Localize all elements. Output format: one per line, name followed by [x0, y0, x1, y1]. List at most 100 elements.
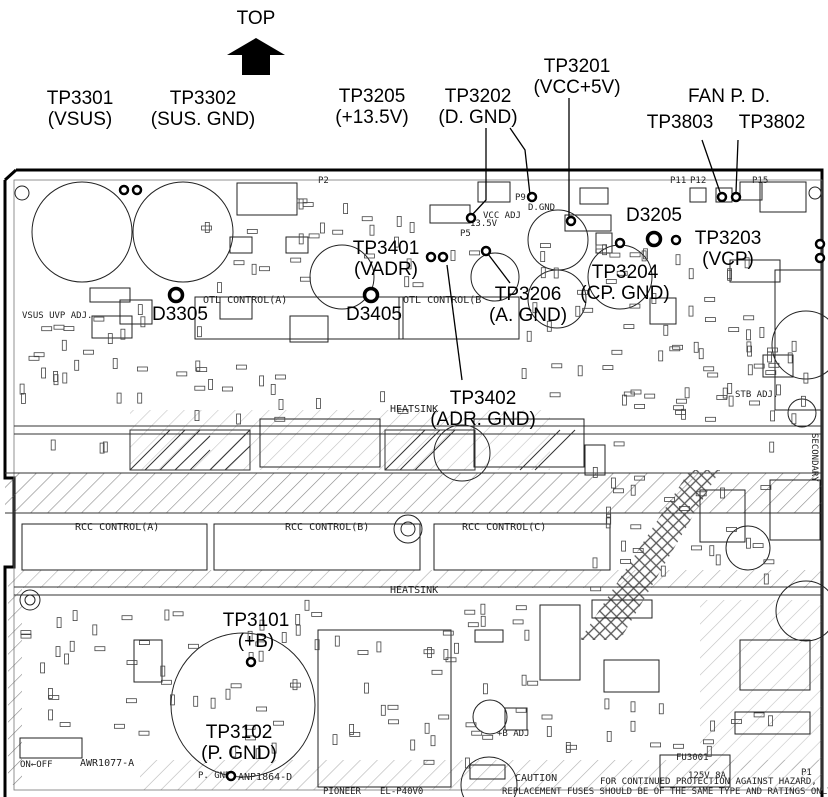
- d3405-marker: [362, 286, 380, 304]
- component-footprint: [246, 228, 258, 234]
- component-footprint: [369, 224, 375, 236]
- component-footprint: [20, 633, 32, 639]
- component-footprint: [602, 244, 607, 256]
- component-footprint: [308, 233, 320, 239]
- tp3803-marker: [716, 191, 728, 203]
- component-footprint: [767, 351, 772, 363]
- component-footprint: [102, 441, 108, 453]
- component-footprint: [388, 719, 399, 725]
- component-footprint: [602, 365, 614, 371]
- component-footprint: [582, 307, 594, 313]
- component-footprint: [705, 317, 716, 323]
- component-footprint: [116, 392, 122, 404]
- component-footprint: [664, 497, 675, 502]
- component-footprint: [623, 391, 635, 397]
- connector-p1-label: P1: [801, 768, 812, 778]
- tp3401-marker: [425, 251, 437, 263]
- component-footprint: [553, 267, 559, 279]
- component-footprint: [59, 722, 71, 727]
- tp3205-marker: [465, 212, 477, 224]
- component-footprint: [298, 198, 304, 210]
- component-footprint: [19, 383, 25, 395]
- fuse-designator: FU3001: [676, 753, 709, 763]
- component-footprint: [752, 543, 764, 548]
- callout-id: TP3203: [694, 228, 762, 249]
- component-footprint: [524, 629, 530, 641]
- component-footprint: [404, 276, 410, 288]
- test-point-markers: [118, 184, 826, 782]
- component-footprint: [672, 344, 683, 350]
- component-footprint: [311, 612, 323, 617]
- callout-signal: (+13.5V): [335, 107, 409, 128]
- component-footprint: [196, 367, 208, 373]
- otl-control-a-label: OTL CONTROL(A): [203, 295, 287, 306]
- component-footprint: [611, 477, 616, 489]
- component-footprint: [50, 439, 56, 451]
- component-footprint: [623, 324, 635, 330]
- heatsink-label-upper: HEATSINK: [390, 404, 438, 415]
- component-footprint: [187, 643, 199, 649]
- component-footprint: [296, 198, 308, 204]
- component-footprint: [72, 610, 78, 621]
- component-footprint: [120, 328, 126, 340]
- callout-id: TP3205: [338, 86, 406, 107]
- connector-p9-label: P9: [515, 193, 526, 203]
- component-footprint: [605, 278, 617, 284]
- component-footprint: [728, 395, 734, 407]
- right-edge-tp-marker: [814, 238, 826, 250]
- component-footprint: [776, 384, 781, 396]
- component-footprint: [658, 350, 664, 362]
- component-footprint: [194, 385, 206, 391]
- component-footprint: [746, 341, 752, 353]
- component-footprint: [791, 340, 797, 352]
- rcc-control-c-label: RCC CONTROL(C): [462, 522, 546, 533]
- component-footprint: [787, 352, 793, 364]
- component-footprint: [471, 730, 483, 736]
- component-footprint: [641, 250, 647, 262]
- component-footprint: [620, 559, 631, 564]
- component-footprint: [621, 540, 626, 552]
- component-footprint: [630, 701, 636, 713]
- component-footprint: [137, 392, 143, 404]
- component-footprint: [464, 609, 476, 615]
- component-footprint: [770, 410, 775, 422]
- caution-text-line1: FOR CONTINUED PROTECTION AGAINST HAZARD,: [600, 777, 817, 787]
- component-footprint: [634, 403, 645, 409]
- component-footprint: [512, 619, 524, 625]
- component-footprint: [409, 222, 415, 233]
- component-footprint: [577, 289, 588, 295]
- component-footprint: [281, 632, 287, 643]
- component-footprint: [747, 364, 753, 376]
- awr-part-label: AWR1077-A: [80, 758, 134, 769]
- component-footprint: [629, 252, 641, 258]
- callout-id: TP3202: [444, 86, 512, 107]
- component-footprint: [540, 243, 551, 249]
- component-footprint: [332, 734, 338, 745]
- component-footprint: [644, 393, 656, 399]
- component-footprint: [94, 646, 106, 652]
- component-footprint: [480, 615, 486, 627]
- component-footprint: [769, 441, 775, 453]
- component-footprint: [412, 282, 424, 288]
- component-footprint: [609, 252, 621, 258]
- top-arrow-icon: [227, 38, 285, 75]
- component-footprint: [575, 305, 581, 317]
- tp3206-marker: [480, 245, 492, 257]
- tp3202-marker: [526, 191, 538, 203]
- component-footprint: [114, 723, 125, 729]
- component-footprint: [56, 617, 62, 628]
- fuse-rating-label: 125V 8A: [688, 771, 727, 781]
- component-footprint: [289, 682, 301, 688]
- callout-leader-lines: [446, 98, 739, 381]
- callout-id: TP3302: [169, 88, 237, 109]
- callout-id: TP3101: [222, 610, 290, 631]
- component-footprint: [465, 722, 477, 728]
- component-footprint: [20, 630, 32, 635]
- component-footprint: [549, 392, 561, 398]
- component-footprint: [334, 635, 340, 647]
- component-footprint: [28, 355, 40, 361]
- component-footprint: [53, 374, 59, 386]
- component-footprint: [172, 611, 184, 617]
- component-footprint: [673, 743, 684, 749]
